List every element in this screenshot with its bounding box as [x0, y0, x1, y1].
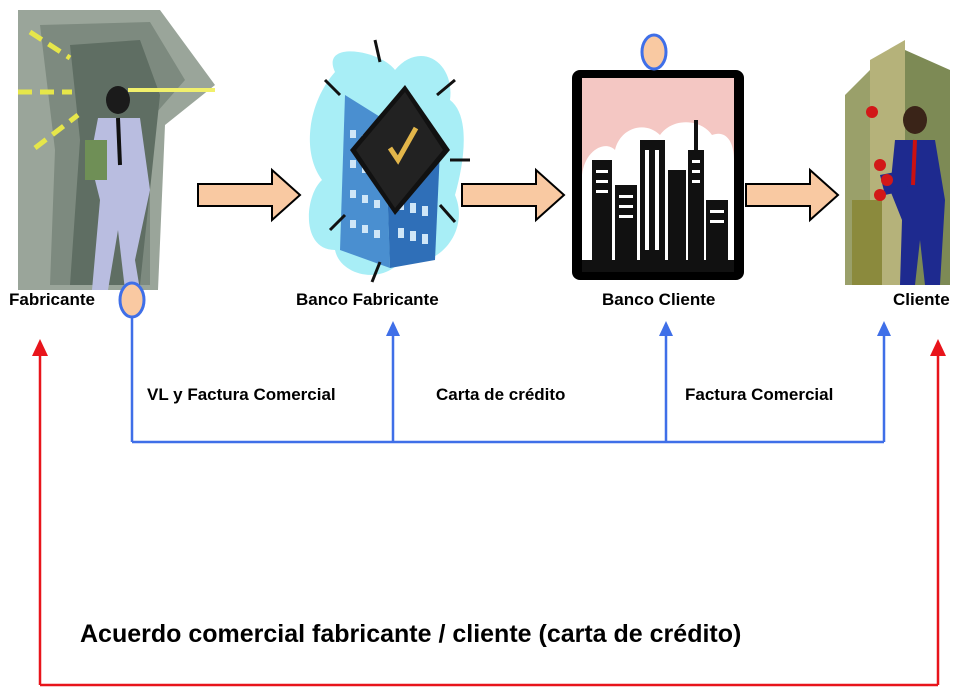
client-businessman-icon [845, 40, 950, 285]
doc-label-factura-comercial: Factura Comercial [685, 385, 834, 404]
flow-arrow-3 [745, 167, 840, 223]
node-label-banco-fabricante: Banco Fabricante [296, 290, 439, 309]
agreement-loop-connector [38, 352, 940, 687]
doc-label-vl-factura: VL y Factura Comercial [147, 385, 336, 404]
city-skyline-icon [572, 70, 744, 280]
node-label-cliente: Cliente [893, 290, 950, 309]
arrowhead-agreement-left [32, 339, 48, 356]
flow-arrow-2 [461, 167, 566, 223]
agreement-label: Acuerdo comercial fabricante / cliente (… [80, 620, 742, 648]
doc-label-carta-credito: Carta de crédito [436, 385, 566, 404]
bank-building-icon [308, 39, 470, 283]
flow-arrow-1 [197, 167, 302, 223]
node-label-banco-cliente: Banco Cliente [602, 290, 716, 309]
arrowhead-agreement-right [930, 339, 946, 356]
manufacturer-icon [18, 10, 215, 290]
arrowhead-banco-fabricante [386, 321, 400, 336]
marker-banco-cliente [640, 33, 668, 71]
arrowhead-banco-cliente [659, 321, 673, 336]
document-flow-connector [130, 317, 886, 444]
marker-fabricante [118, 281, 146, 319]
arrowhead-cliente [877, 321, 891, 336]
node-label-fabricante: Fabricante [9, 290, 95, 309]
